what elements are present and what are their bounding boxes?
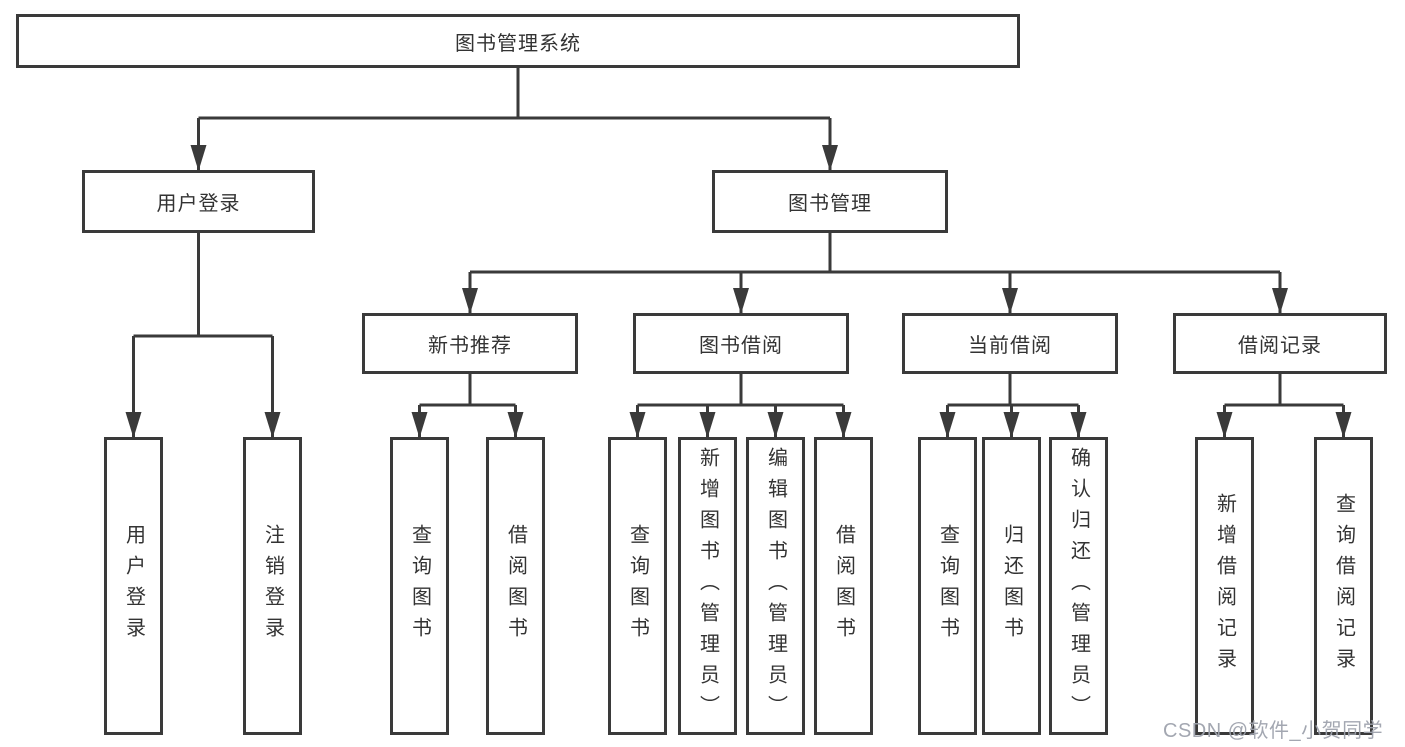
leaf-add-borrow-record: 新增借阅记录 <box>1195 437 1254 735</box>
node-label: 图书借阅 <box>699 335 783 357</box>
node-label: 查询图书 <box>626 524 649 648</box>
node-label: 用户登录 <box>156 193 241 215</box>
node-borrowing-records: 借阅记录 <box>1173 313 1387 374</box>
node-label: 新增图书（管理员） <box>696 446 719 726</box>
node-label: 查询图书 <box>936 524 959 648</box>
node-label: 注销登录 <box>261 524 284 648</box>
node-library-management-system: 图书管理系统 <box>16 14 1020 68</box>
leaf-query-borrow-record: 查询借阅记录 <box>1314 437 1373 735</box>
node-new-book-recommend: 新书推荐 <box>362 313 578 374</box>
node-label: 图书管理系统 <box>455 32 581 55</box>
leaf-edit-books-admin: 编辑图书（管理员） <box>746 437 805 735</box>
node-label: 图书管理 <box>788 193 872 215</box>
node-label: 确认归还（管理员） <box>1067 446 1090 726</box>
leaf-logout-login: 注销登录 <box>243 437 302 735</box>
node-label: 归还图书 <box>1000 524 1023 648</box>
leaf-add-books-admin: 新增图书（管理员） <box>678 437 737 735</box>
node-label: 编辑图书（管理员） <box>764 446 787 726</box>
leaf-borrow-books: 借阅图书 <box>814 437 873 735</box>
node-label: 查询借阅记录 <box>1332 493 1355 679</box>
leaf-query-books-borrowing: 查询图书 <box>608 437 667 735</box>
node-book-management: 图书管理 <box>712 170 948 233</box>
node-label: 新书推荐 <box>428 335 512 357</box>
node-label: 新增借阅记录 <box>1213 493 1236 679</box>
leaf-query-books-current: 查询图书 <box>918 437 977 735</box>
node-label: 借阅图书 <box>504 524 527 648</box>
leaf-confirm-return-admin: 确认归还（管理员） <box>1049 437 1108 735</box>
leaf-user-login: 用户登录 <box>104 437 163 735</box>
csdn-watermark: CSDN @软件_小贺同学 <box>1163 720 1384 742</box>
node-label: 借阅记录 <box>1238 335 1322 357</box>
node-user-login: 用户登录 <box>82 170 315 233</box>
node-label: 用户登录 <box>122 524 145 648</box>
leaf-borrow-books-recommend: 借阅图书 <box>486 437 545 735</box>
node-label: 借阅图书 <box>832 524 855 648</box>
leaf-return-books: 归还图书 <box>982 437 1041 735</box>
node-label: 查询图书 <box>408 524 431 648</box>
node-label: 当前借阅 <box>968 335 1052 357</box>
node-book-borrowing: 图书借阅 <box>633 313 849 374</box>
node-current-borrowing: 当前借阅 <box>902 313 1118 374</box>
leaf-query-books-recommend: 查询图书 <box>390 437 449 735</box>
